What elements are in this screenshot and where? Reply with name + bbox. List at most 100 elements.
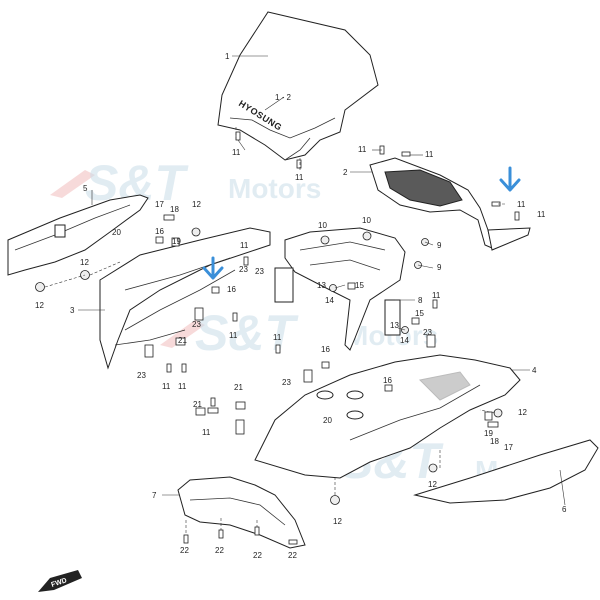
callout-20-b: 20 <box>323 416 332 425</box>
windscreen-part: HYOSUNG <box>217 11 379 161</box>
bolt-11-b <box>235 131 241 141</box>
grommet-10-b <box>362 231 372 241</box>
leader-lines <box>44 55 566 535</box>
callout-16-d: 16 <box>383 376 392 385</box>
washer-19-a <box>171 237 180 247</box>
callout-12-b: 12 <box>80 258 89 267</box>
callout-11-m: 11 <box>202 428 211 437</box>
bolt-11-e <box>401 151 411 157</box>
highlight-arrow-left <box>202 256 224 280</box>
frame-stay-part <box>274 227 406 351</box>
bracket-20-a <box>235 419 245 435</box>
callout-15-a: 15 <box>355 281 364 290</box>
callout-4: 4 <box>532 366 537 375</box>
fwd-label: FWD <box>50 577 67 589</box>
callout-21-b: 21 <box>234 383 243 392</box>
callout-22-a: 22 <box>180 546 189 555</box>
lower-inner-panel-part <box>177 476 306 549</box>
bolt-11-n <box>210 397 216 407</box>
callout-21-a: 21 <box>178 336 187 345</box>
callout-numbers: 1 1 - 2 2 3 4 5 6 7 8 9 9 10 10 11 11 11… <box>35 52 567 560</box>
callout-6: 6 <box>562 505 567 514</box>
clip-21-c <box>235 401 246 410</box>
bolt-11-j <box>166 363 172 373</box>
grommet-12-f <box>493 408 503 418</box>
callout-18-a: 18 <box>170 205 179 214</box>
callout-3: 3 <box>70 306 75 315</box>
callout-23-b: 23 <box>192 320 201 329</box>
left-inner-cowl-part <box>99 227 271 370</box>
callout-11-k: 11 <box>273 333 282 342</box>
bolt-11-k <box>181 363 187 373</box>
callout-11-i: 11 <box>162 382 171 391</box>
callout-16-b: 16 <box>227 285 236 294</box>
callout-12-a: 12 <box>35 301 44 310</box>
bracket-23-b <box>303 369 313 383</box>
callout-11-j: 11 <box>178 382 187 391</box>
callout-12-c: 12 <box>192 200 201 209</box>
screw-22-a <box>183 534 189 544</box>
bolt-11-a <box>207 407 219 414</box>
screw-22-b <box>218 529 224 539</box>
callout-11-c: 11 <box>358 145 367 154</box>
screw-22-c <box>254 526 260 536</box>
callout-9-a: 9 <box>437 241 442 250</box>
callout-7: 7 <box>152 491 157 500</box>
callout-11-l: 11 <box>432 291 441 300</box>
callout-23-f: 23 <box>239 265 248 274</box>
bolt-11-i <box>232 312 238 322</box>
clip-21-a <box>195 407 206 416</box>
callout-19-b: 19 <box>484 429 493 438</box>
callout-16-c: 16 <box>321 345 330 354</box>
bracket-23-a <box>144 344 154 358</box>
screw-22-d <box>288 539 298 545</box>
callout-15-b: 15 <box>415 309 424 318</box>
callout-20-a: 20 <box>112 228 121 237</box>
bracket-23-c <box>426 334 436 348</box>
callout-11-a: 11 <box>232 148 241 157</box>
callout-13-b: 13 <box>390 321 399 330</box>
callout-11-d: 11 <box>425 150 434 159</box>
callout-17-b: 17 <box>504 443 513 452</box>
left-side-panel-part <box>7 194 149 276</box>
callout-12-e: 12 <box>428 480 437 489</box>
watermark-suffix-top: Motors <box>228 173 321 204</box>
callout-8: 8 <box>418 296 423 305</box>
callout-23-d: 23 <box>282 378 291 387</box>
callout-23-e: 23 <box>423 328 432 337</box>
clip-16-d <box>211 286 220 294</box>
callout-22-b: 22 <box>215 546 224 555</box>
callout-11-f: 11 <box>537 210 546 219</box>
grommet-12-d <box>330 495 340 505</box>
callout-12-d: 12 <box>333 517 342 526</box>
bolt-11-h <box>243 256 249 266</box>
callout-22-d: 22 <box>288 551 297 560</box>
bolt-11-c <box>296 159 302 169</box>
callout-22-c: 22 <box>253 551 262 560</box>
callout-10-b: 10 <box>362 216 371 225</box>
watermark-middle: S&T Motors <box>160 305 438 361</box>
callout-10-a: 10 <box>318 221 327 230</box>
clip-16-a <box>321 361 330 369</box>
grommet-12-c <box>191 227 201 237</box>
grommet-10-a <box>320 235 330 245</box>
callout-11-h: 11 <box>229 331 238 340</box>
bolt-17-a <box>163 214 175 221</box>
callout-14-b: 14 <box>400 336 409 345</box>
clip-16-b <box>384 384 393 392</box>
callout-9-b: 9 <box>437 263 442 272</box>
callout-11-b: 11 <box>295 173 304 182</box>
callout-19-a: 19 <box>172 237 181 246</box>
nut-14-a <box>329 284 337 292</box>
right-lower-cowl-part <box>254 354 521 479</box>
callout-18-b: 18 <box>490 437 499 446</box>
callout-12-f: 12 <box>518 408 527 417</box>
callout-14-a: 14 <box>325 296 334 305</box>
callout-1: 1 <box>225 52 230 61</box>
callout-23-a: 23 <box>255 267 264 276</box>
bolt-11-m <box>432 299 438 309</box>
bolt-11-g <box>514 211 520 221</box>
callout-2: 2 <box>343 168 348 177</box>
callout-11-g: 11 <box>240 241 249 250</box>
